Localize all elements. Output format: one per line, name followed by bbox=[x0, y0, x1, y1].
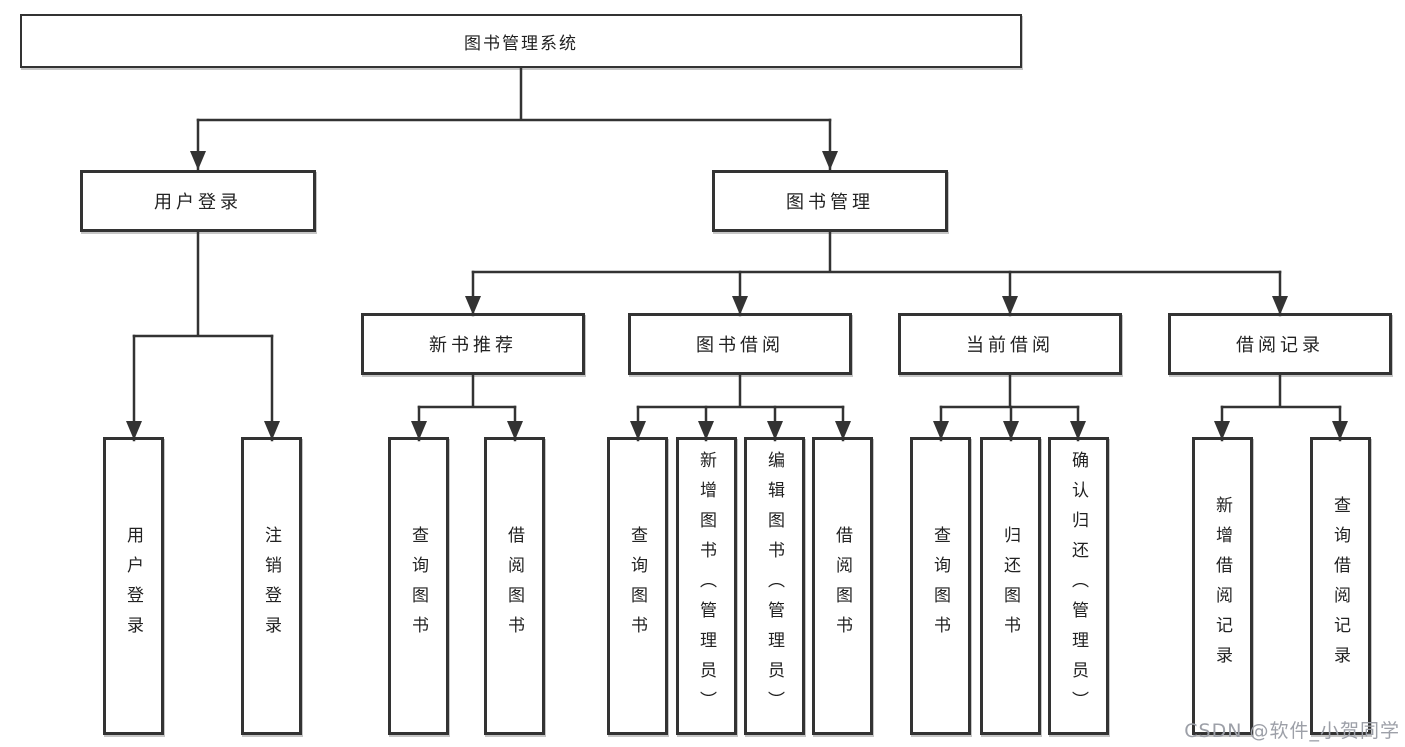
node-user-login: 用户登录 bbox=[80, 170, 316, 232]
node-book-management: 图书管理 bbox=[712, 170, 948, 232]
node-current-borrowing: 当前借阅 bbox=[898, 313, 1122, 375]
leaf-query-books-current: 查询图书 bbox=[910, 437, 971, 735]
leaf-return-books: 归还图书 bbox=[980, 437, 1041, 735]
node-book-borrowing: 图书借阅 bbox=[628, 313, 852, 375]
leaf-user-login: 用户登录 bbox=[103, 437, 164, 735]
leaf-query-books-recommend: 查询图书 bbox=[388, 437, 449, 735]
leaf-borrow-books-recommend: 借阅图书 bbox=[484, 437, 545, 735]
leaf-logout: 注销登录 bbox=[241, 437, 302, 735]
node-book-management-system: 图书管理系统 bbox=[20, 14, 1022, 68]
leaf-add-books-admin: 新增图书（管理员） bbox=[676, 437, 737, 735]
node-new-book-recommend: 新书推荐 bbox=[361, 313, 585, 375]
leaf-borrow-books: 借阅图书 bbox=[812, 437, 873, 735]
csdn-watermark: CSDN @软件_小贺同学 bbox=[1184, 720, 1400, 742]
leaf-add-borrow-record: 新增借阅记录 bbox=[1192, 437, 1253, 735]
leaf-edit-books-admin: 编辑图书（管理员） bbox=[744, 437, 805, 735]
leaf-query-borrow-record: 查询借阅记录 bbox=[1310, 437, 1371, 735]
leaf-confirm-return-admin: 确认归还（管理员） bbox=[1048, 437, 1109, 735]
leaf-query-books-borrowing: 查询图书 bbox=[607, 437, 668, 735]
node-borrowing-records: 借阅记录 bbox=[1168, 313, 1392, 375]
